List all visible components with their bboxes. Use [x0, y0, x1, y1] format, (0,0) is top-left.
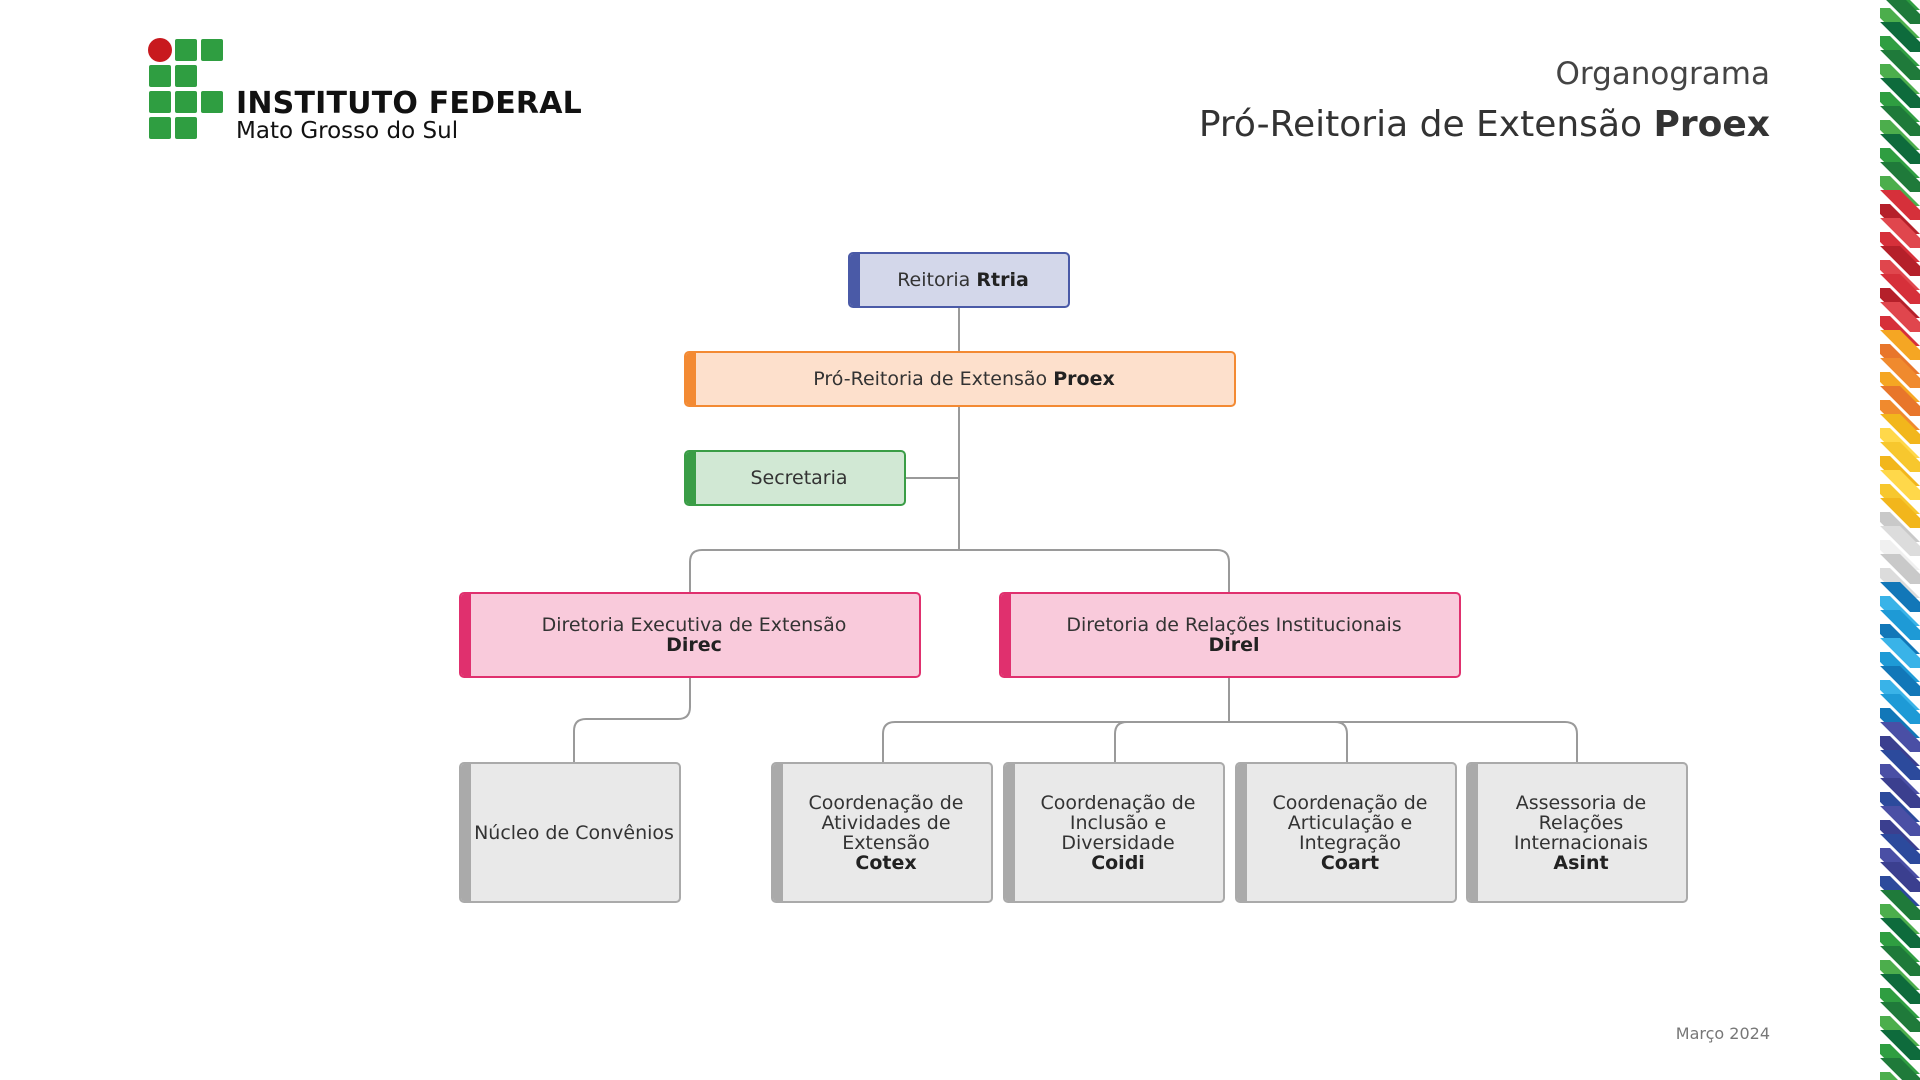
connector-to-direl	[959, 549, 1230, 593]
node-direl-name: Diretoria de Relações Institucionais	[1066, 614, 1402, 636]
stripe-brick	[1880, 162, 1920, 192]
stripe-brick	[1880, 106, 1920, 136]
stripe-brick	[1880, 246, 1920, 276]
node-asint-line-1: Assessoria de	[1515, 791, 1647, 814]
node-coidi-acronym: Coidi	[1091, 851, 1145, 874]
node-reitoria-acronym: Rtria	[976, 269, 1029, 291]
stripe-brick	[1880, 750, 1920, 780]
node-asint-acronym: Asint	[1553, 851, 1609, 874]
node-direl-acronym: Direl	[1208, 634, 1260, 656]
stripe-brick	[1880, 946, 1920, 976]
stripe-brick	[1880, 582, 1920, 612]
stripe-brick	[1880, 890, 1920, 920]
stripe-brick	[1880, 638, 1920, 668]
stripe-brick	[1880, 190, 1920, 220]
stripe-brick	[1880, 722, 1920, 752]
header-subtitle: Organograma	[1555, 56, 1770, 92]
node-coidi-line-3: Diversidade	[1061, 831, 1175, 854]
stripe-brick	[1880, 134, 1920, 164]
stripe-brick	[1880, 1058, 1920, 1080]
node-direc-name: Diretoria Executiva de Extensão	[541, 614, 847, 636]
stripe-brick	[1880, 526, 1920, 556]
header-title-acronym: Proex	[1653, 104, 1770, 145]
node-reitoria-name: Reitoria	[897, 269, 971, 291]
node-cotex-acronym: Cotex	[855, 851, 917, 874]
stripe-brick	[1880, 610, 1920, 640]
stripe-brick	[1880, 778, 1920, 808]
if-logo: INSTITUTO FEDERAL Mato Grosso do Sul	[148, 38, 582, 148]
stripe-brick	[1880, 442, 1920, 472]
node-asint-line-2: Relações	[1538, 811, 1624, 834]
logo-mark	[148, 38, 226, 142]
stripe-brick	[1880, 862, 1920, 892]
node-reitoria: Reitoria Rtria	[848, 252, 1070, 308]
node-secretaria-name: Secretaria	[750, 467, 848, 489]
node-coidi: Coordenação de Inclusão e Diversidade Co…	[1003, 762, 1225, 903]
brand-name: INSTITUTO FEDERAL	[236, 86, 582, 121]
node-nucleo-name: Núcleo de Convênios	[474, 821, 674, 844]
stripe-brick	[1880, 1002, 1920, 1032]
connector-to-coart	[1229, 721, 1348, 762]
node-secretaria: Secretaria	[684, 450, 906, 506]
stripe-brick	[1880, 274, 1920, 304]
node-coart: Coordenação de Articulação e Integração …	[1235, 762, 1457, 903]
header-title-prefix: Pró-Reitoria de Extensão	[1198, 104, 1643, 145]
stripe-brick	[1880, 358, 1920, 388]
stripe-brick	[1880, 554, 1920, 584]
stripe-brick	[1880, 498, 1920, 528]
stripe-brick	[1880, 78, 1920, 108]
node-cotex-line-1: Coordenação de	[808, 791, 964, 814]
node-coart-acronym: Coart	[1320, 851, 1380, 874]
node-coart-line-3: Integração	[1298, 831, 1401, 854]
stripe-brick	[1880, 386, 1920, 416]
node-cotex-line-3: Extensão	[842, 831, 930, 854]
connector-to-asint	[1229, 721, 1578, 762]
brand-campus: Mato Grosso do Sul	[236, 118, 459, 144]
node-direc-acronym: Direc	[666, 634, 722, 656]
footer-date: Março 2024	[1675, 1024, 1770, 1043]
stripe-brick	[1880, 470, 1920, 500]
node-nucleo: Núcleo de Convênios	[459, 762, 681, 903]
node-proex: Pró-Reitoria de Extensão Proex	[684, 351, 1236, 407]
header-title: Pró-Reitoria de Extensão Proex	[1199, 104, 1770, 145]
node-asint-line-3: Internacionais	[1513, 831, 1649, 854]
decorative-stripe	[1880, 0, 1920, 1080]
stripe-brick	[1880, 1030, 1920, 1060]
stripe-brick	[1880, 918, 1920, 948]
stripe-brick	[1880, 1072, 1898, 1080]
node-proex-name: Pró-Reitoria de Extensão	[813, 368, 1048, 390]
stripe-brick	[1880, 806, 1920, 836]
connector-to-direc	[689, 549, 959, 593]
connector-to-coidi	[1114, 721, 1229, 762]
connector-to-cotex	[882, 721, 1229, 762]
stripe-brick	[1880, 974, 1920, 1004]
node-coart-line-2: Articulação e	[1287, 811, 1413, 834]
stripe-brick	[1880, 694, 1920, 724]
node-coidi-line-1: Coordenação de	[1040, 791, 1196, 814]
connector-direc-nucleo	[573, 678, 691, 762]
stripe-brick	[1880, 414, 1920, 444]
node-cotex-line-2: Atividades de	[821, 811, 951, 834]
stripe-brick	[1886, 0, 1920, 24]
node-proex-acronym: Proex	[1053, 368, 1115, 390]
stripe-brick	[1880, 22, 1920, 52]
stripe-brick	[1880, 666, 1920, 696]
stripe-brick	[1880, 302, 1920, 332]
stripe-brick	[1880, 218, 1920, 248]
stripe-brick	[1880, 330, 1920, 360]
node-asint: Assessoria de Relações Internacionais As…	[1466, 762, 1688, 903]
logo-red-dot	[148, 38, 172, 62]
stripe-brick	[1880, 50, 1920, 80]
node-coidi-line-2: Inclusão e	[1069, 811, 1167, 834]
node-cotex: Coordenação de Atividades de Extensão Co…	[771, 762, 993, 903]
node-coart-line-1: Coordenação de	[1272, 791, 1428, 814]
stripe-brick	[1880, 834, 1920, 864]
